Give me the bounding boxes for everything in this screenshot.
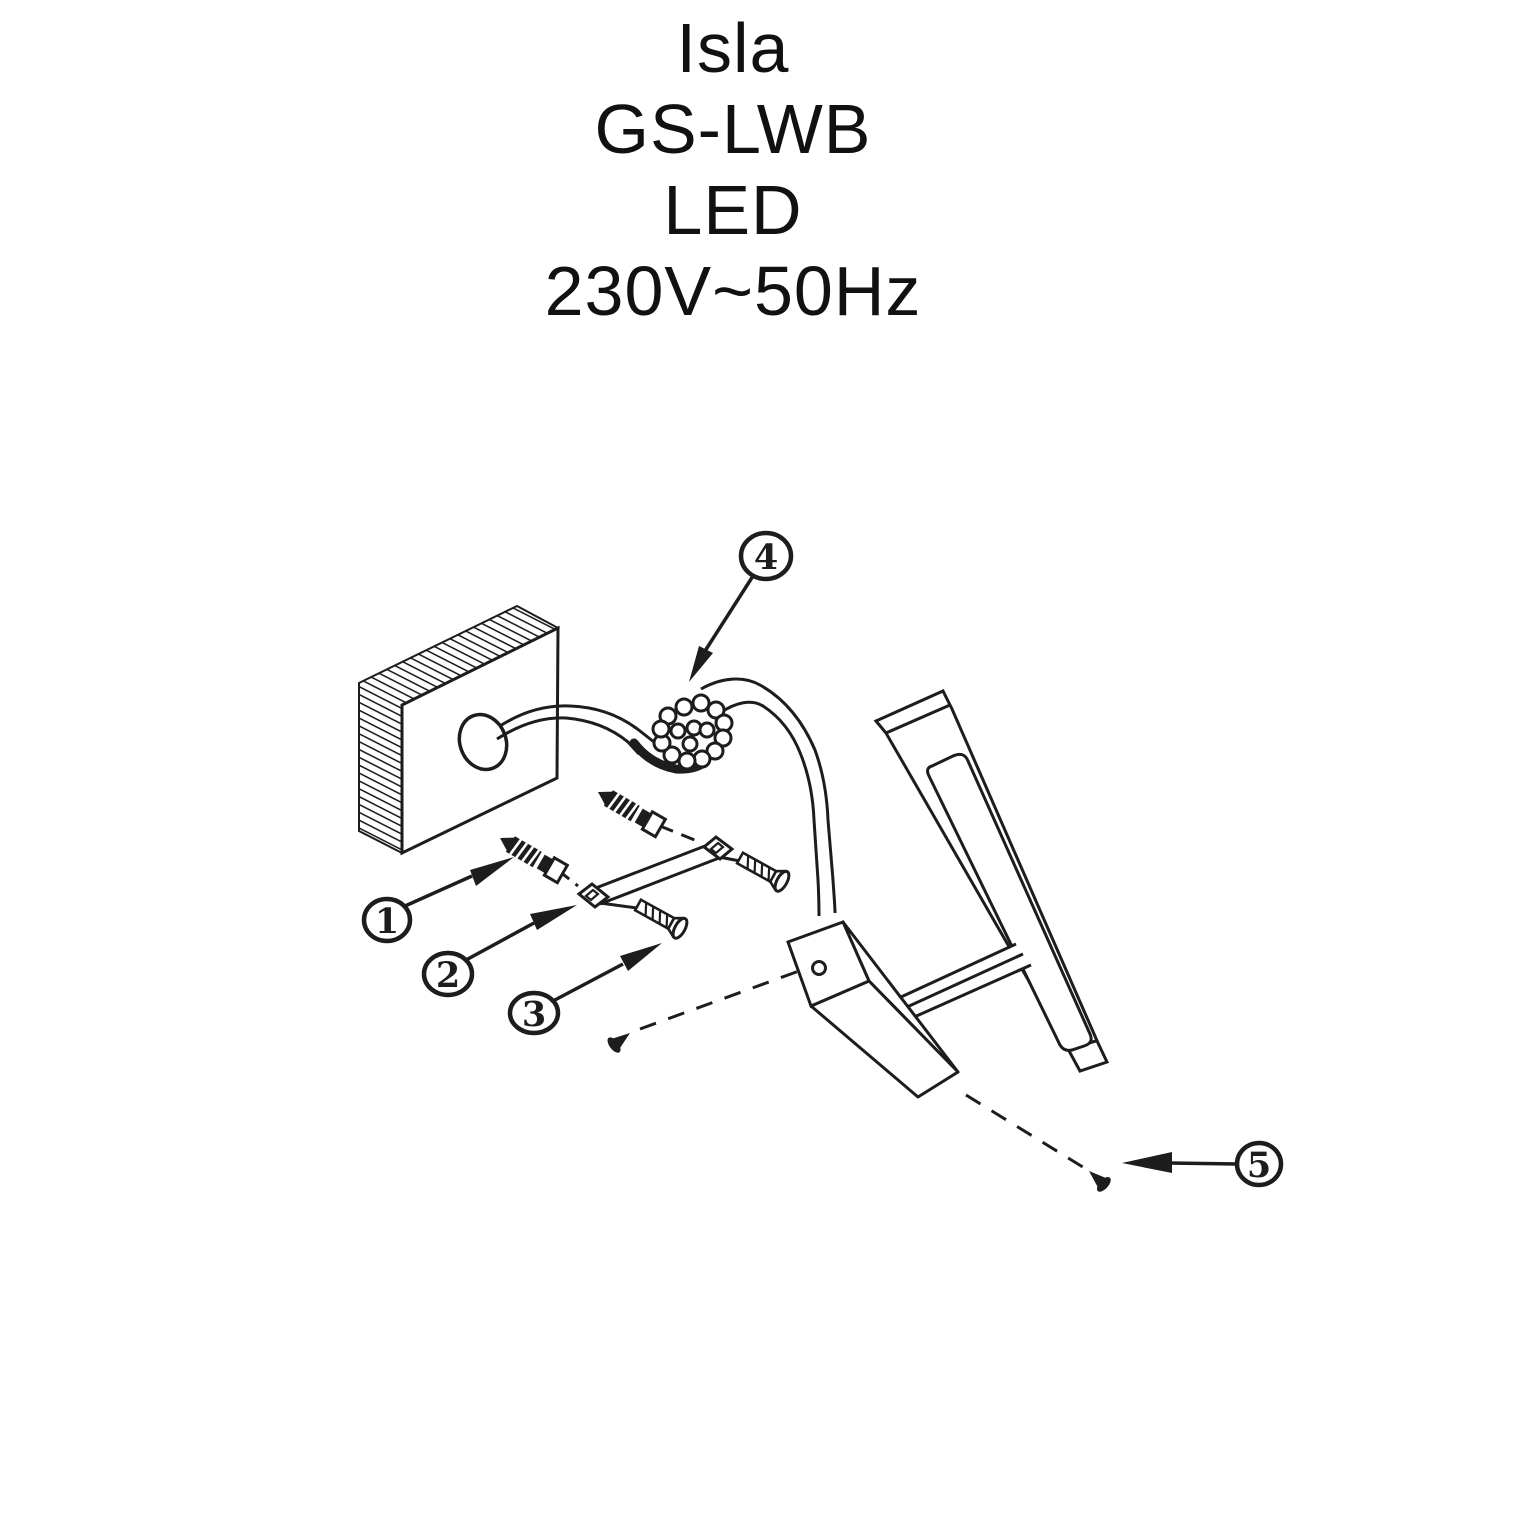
- block-screw-hole: [811, 960, 827, 976]
- callout-2: 2: [421, 905, 577, 998]
- wall-section: [358, 604, 561, 856]
- bracket-strip-top: [587, 844, 706, 893]
- callout-1-circle: [361, 896, 413, 944]
- connector-bead: [662, 745, 682, 765]
- wall-plug-nose: [598, 791, 614, 806]
- product-lamp-type: LED: [663, 171, 803, 249]
- guide-dash-front-screw: [639, 969, 800, 1031]
- callout-5-arrow-head: [1122, 1152, 1172, 1173]
- callout-1-arrow-head: [470, 857, 514, 886]
- bracket-slot-right: [709, 841, 725, 855]
- callout-2-arrow-head: [530, 905, 577, 930]
- connector-bead: [692, 749, 712, 769]
- callout-2-number: 2: [436, 955, 460, 996]
- wall-plug-band: [634, 808, 651, 827]
- callout-3: 3: [507, 943, 662, 1036]
- connector-bead: [698, 721, 716, 739]
- wall-plug-upper: [598, 790, 668, 839]
- product-name: Isla: [676, 9, 790, 87]
- mains-cable: [496, 704, 655, 756]
- mounting-bracket: [576, 835, 735, 909]
- connector-bead: [681, 735, 699, 753]
- bottom-fixing-screw: [1089, 1171, 1111, 1192]
- lamp-cable-outer-line: [700, 677, 837, 914]
- callout-5-number: 5: [1247, 1145, 1271, 1186]
- callout-3-circle: [507, 990, 561, 1036]
- wire-connectors: [629, 693, 734, 774]
- wall-plug-collar: [542, 855, 570, 885]
- callout-5: 5: [1122, 1140, 1284, 1188]
- callout-4-circle: [738, 530, 794, 582]
- callout-5-circle: [1234, 1140, 1284, 1188]
- callout-2-circle: [421, 950, 475, 998]
- lamp-cable-inner-line: [719, 700, 821, 917]
- mounting-screw-right: [735, 850, 791, 893]
- connector-bead: [651, 719, 671, 739]
- callout-4-arrow-head: [689, 646, 713, 682]
- lamp-arm: [900, 942, 1032, 1020]
- lamp-mounting-block: [786, 920, 960, 1099]
- callout-3-arrow-shaft: [552, 962, 624, 1003]
- callout-3-arrow-head: [620, 943, 662, 971]
- callout-1-number: 1: [375, 901, 399, 942]
- lamp-cable: [700, 677, 837, 917]
- mounting-screw-left: [633, 897, 689, 940]
- bracket-strip-bottom: [599, 856, 720, 906]
- product-voltage: 230V~50Hz: [544, 252, 922, 330]
- wall-plug-lower: [500, 836, 570, 885]
- bracket-axis-line-left: [599, 901, 638, 910]
- wall-plug-nose: [500, 837, 516, 852]
- wall-plug-band: [536, 854, 553, 873]
- callout-3-number: 3: [522, 994, 546, 1035]
- front-fixing-screw: [607, 1033, 630, 1053]
- connector-bead: [669, 722, 687, 740]
- callout-2-arrow-shaft: [465, 921, 535, 962]
- product-model: GS-LWB: [594, 90, 872, 168]
- guide-dash-bottom-screw: [965, 1093, 1087, 1171]
- callout-4: 4: [689, 530, 794, 682]
- callout-4-arrow-shaft: [703, 575, 755, 652]
- wall-plug-collar: [640, 809, 668, 839]
- lamp-bar-top-cap: [885, 703, 951, 735]
- mains-cable-upper-line: [499, 704, 655, 744]
- product-title-block: Isla GS-LWB LED 230V~50Hz: [0, 8, 1466, 332]
- mains-cable-lower-line: [496, 716, 641, 756]
- guide-dash-plug-upper: [659, 824, 703, 845]
- callout-5-arrow-shaft: [1167, 1161, 1238, 1166]
- callout-4-number: 4: [754, 537, 778, 578]
- lamp-diffuser: [926, 752, 1093, 1052]
- bracket-slot-left: [584, 888, 600, 902]
- connector-bead: [674, 697, 694, 717]
- connector-bead: [691, 693, 711, 713]
- callout-1: 1: [361, 857, 514, 944]
- callout-1-arrow-shaft: [404, 874, 473, 908]
- lamp-bar: [873, 689, 1110, 1073]
- block-front-face: [786, 920, 871, 1009]
